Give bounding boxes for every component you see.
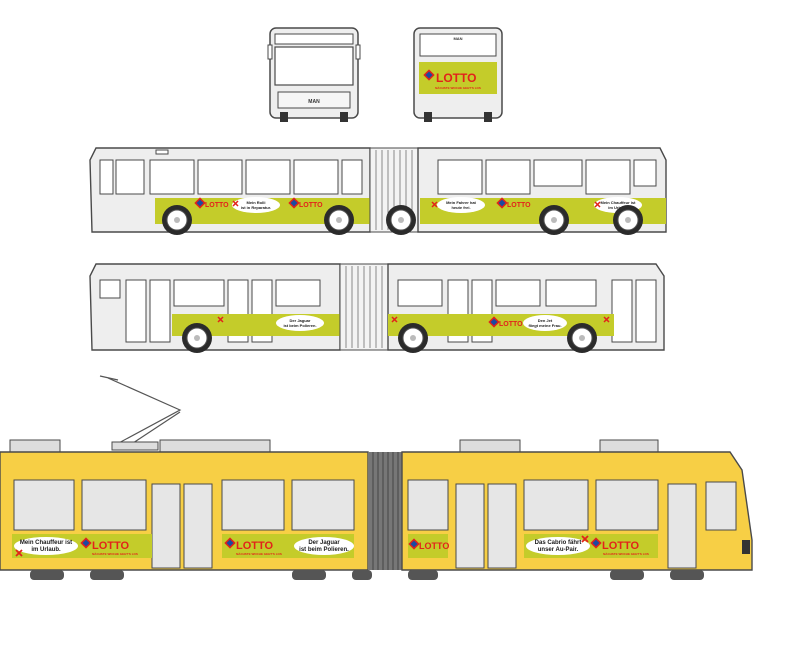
tram-slogan-3-line2: unser Au-Pair. [538,547,579,553]
tram-lotto-word-d: LOTTO [602,540,640,552]
bus-rear-lotto-tagline: NÄCHSTE WOCHE GEHT'S LOS [435,86,481,90]
tram-side-view: Mein Chauffeur ist im Urlaub. LOTTO NÄCH… [0,375,753,580]
bus-rear-view: MAN LOTTO NÄCHSTE WOCHE GEHT'S LOS [413,27,503,122]
bus1-slogan-end-line1: Mein Chauffeur ist [601,200,637,205]
bus1-slogan-end-line2: im Urlaub. [608,205,628,210]
bus2-slogan-a-line2: ist beim Polieren. [283,323,316,328]
bus1-lotto-word-c: LOTTO [507,202,531,209]
tram-slogan-2-line1: Der Jaguar [308,540,340,546]
bus1-slogan-front-line2: ist in Reparatur. [241,205,271,210]
bus1-slogan-rear-line1: Mein Fahrer hat [446,200,476,205]
bus-front-maker-badge: MAN [308,99,320,105]
tram-slogan-1-line2: im Urlaub. [31,547,61,553]
bus1-slogan-front-line1: Mein Rolli [247,200,266,205]
tram-lotto-tagline-b: NÄCHSTE WOCHE GEHT'S LOS [236,552,282,556]
tram-slogan-2-line2: ist beim Polieren. [299,547,349,553]
bus2-slogan-b-line1: Den Jet [538,318,553,323]
tram-lotto-word-a: LOTTO [92,540,130,552]
bus2-slogan-a-line1: Der Jaguar [290,318,311,323]
tram-lotto-tagline-d: NÄCHSTE WOCHE GEHT'S LOS [603,552,649,556]
bus1-slogan-rear-line2: heute frei. [451,205,470,210]
bus1-lotto-word-a: LOTTO [205,202,229,209]
bus-rear-lotto-word: LOTTO [436,71,476,85]
bus-side-view-2: Der Jaguar ist beim Polieren. LOTTO Den … [89,263,665,354]
tram-lotto-tagline-a: NÄCHSTE WOCHE GEHT'S LOS [92,552,138,556]
tram-lotto-word-b: LOTTO [236,540,274,552]
tram-slogan-3-line1: Das Cabrio fährt [535,540,582,546]
tram-lotto-word-c: LOTTO [419,541,449,551]
bus2-slogan-b-line2: fliegt meine Frau. [528,323,561,328]
bus-rear-maker-badge: MAN [453,36,462,41]
tram-slogan-1-line1: Mein Chauffeur ist [20,540,72,546]
bus-front-view: MAN [267,27,361,122]
bus1-lotto-word-b: LOTTO [299,202,323,209]
bus-side-view-1: LOTTO Mein Rolli ist in Reparatur. LOTTO… [89,147,667,236]
bus2-lotto-word: LOTTO [499,321,523,328]
